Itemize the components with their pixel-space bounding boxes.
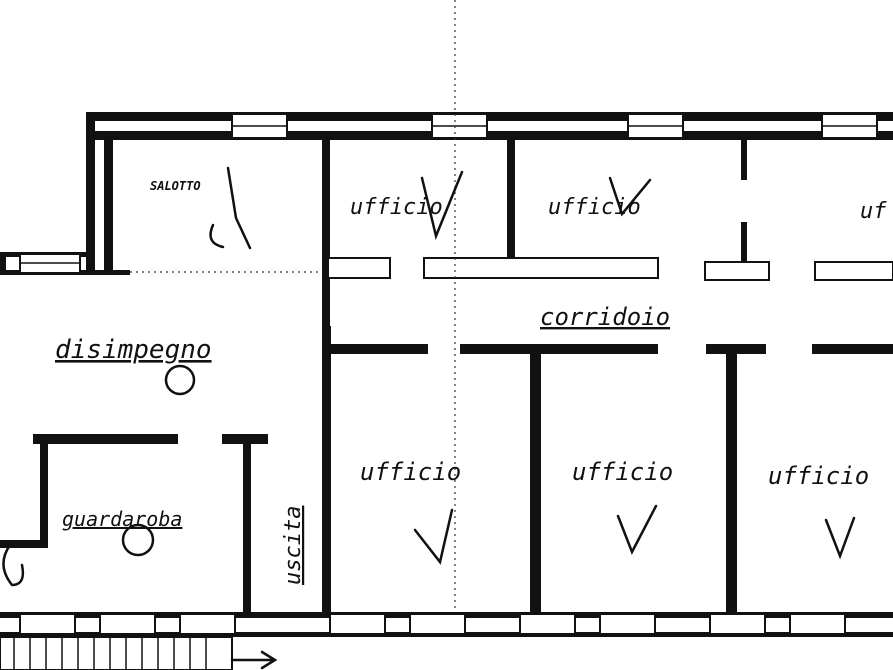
room-label-corridoio: corridoio (540, 303, 670, 331)
room-label-ufficio-bottom-1: ufficio (360, 458, 461, 486)
annotation-marks (2, 166, 856, 587)
room-label-disimpegno: disimpegno (55, 335, 212, 365)
top-windows (231, 113, 878, 139)
corridor-top-wall (327, 257, 893, 281)
bottom-outer-wall (0, 612, 893, 637)
room-label-uscita: uscita (281, 506, 306, 585)
guardaroba-walls (0, 434, 268, 614)
room-label-ufficio-top-2: ufficio (548, 195, 641, 220)
room-label-salotto: SALOTTO (150, 179, 201, 193)
room-label-ufficio-bottom-2: ufficio (572, 458, 673, 486)
corridor-bottom-wall (330, 344, 893, 354)
top-outer-wall (86, 112, 893, 272)
room-label-guardaroba: guardaroba (62, 507, 182, 531)
room-label-ufficio-top-3: uf (860, 199, 887, 224)
stair (0, 636, 278, 670)
room-label-ufficio-bottom-3: ufficio (768, 462, 869, 490)
top-office-walls (322, 136, 747, 326)
left-wing-wall (0, 252, 130, 275)
room-label-ufficio-top-1: ufficio (350, 195, 443, 220)
bottom-office-walls (322, 326, 737, 616)
